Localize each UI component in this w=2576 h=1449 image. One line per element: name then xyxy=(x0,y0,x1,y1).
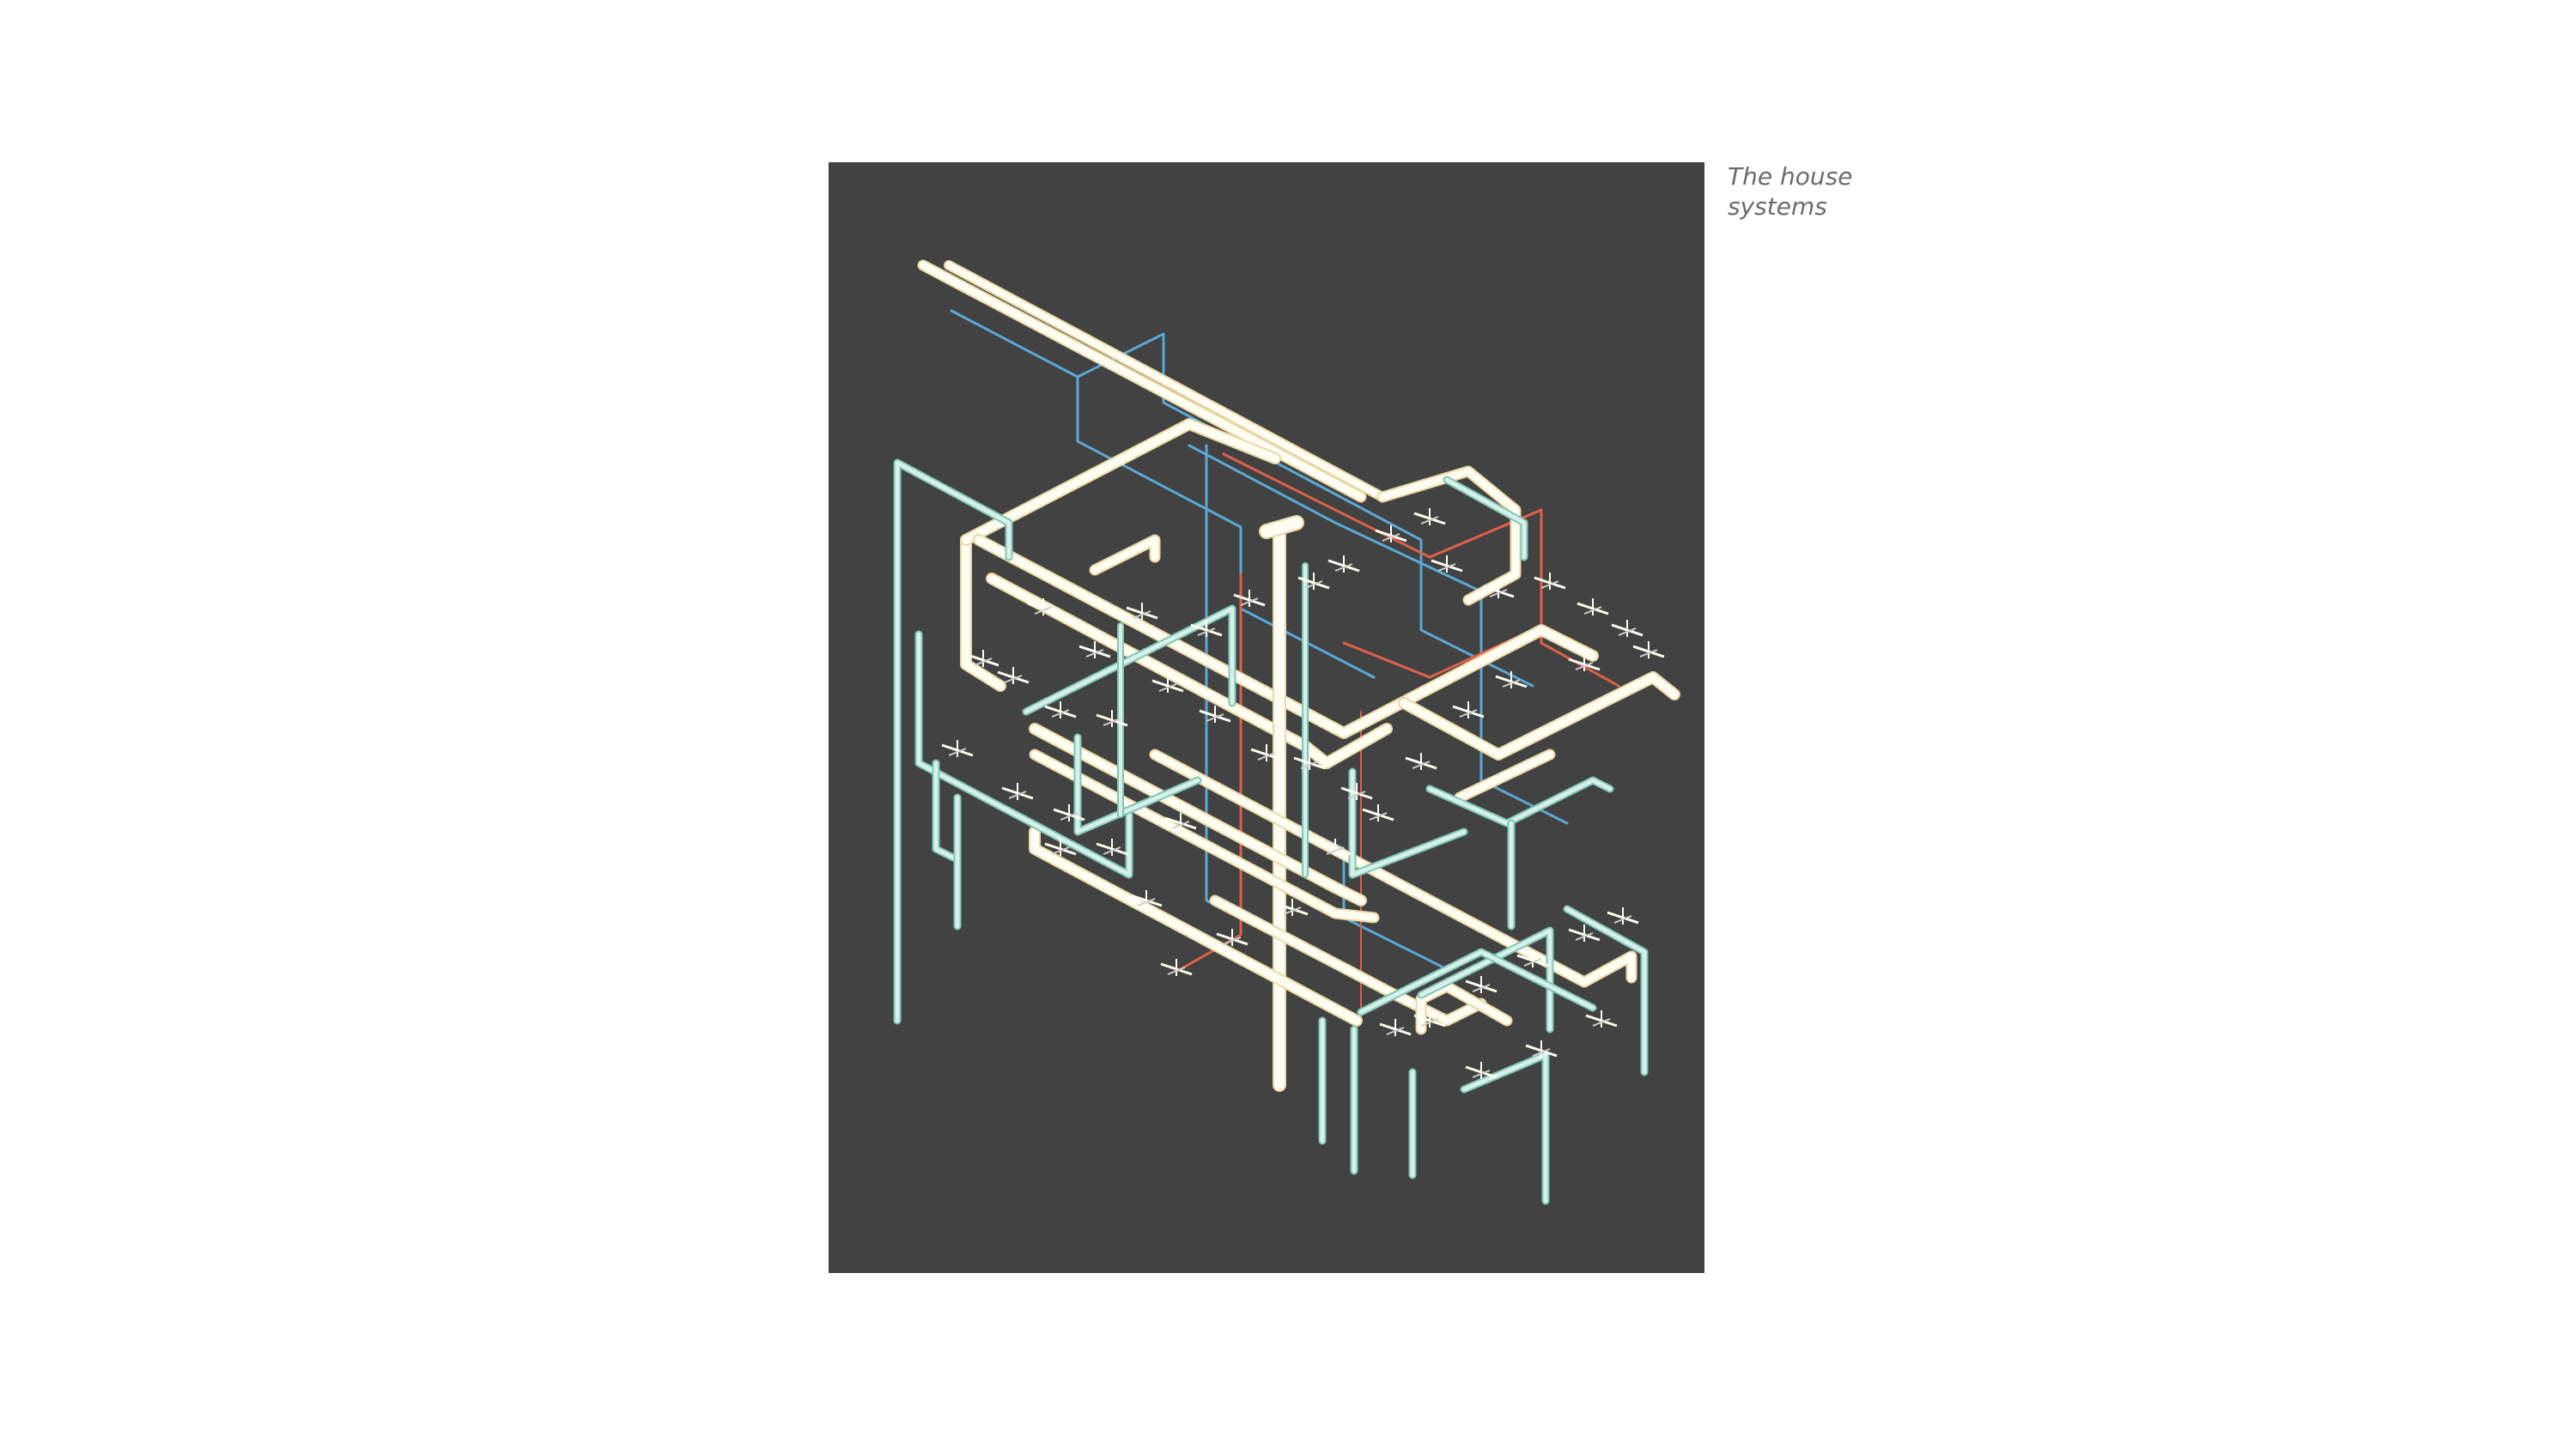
blue-line-top-b xyxy=(1076,332,1534,688)
pipe-fixture-10 xyxy=(967,650,999,667)
pipe-fixture-47 xyxy=(1001,783,1034,800)
house-systems-diagram xyxy=(829,162,1704,1273)
pipe-upper-frame-left xyxy=(962,536,1005,690)
pipe-fixture-34 xyxy=(1130,890,1163,907)
pipe-lower-long xyxy=(1030,828,1361,1025)
blue-line-top-a xyxy=(950,309,1376,679)
water-lower-right xyxy=(1564,906,1647,1075)
pipe-fixture-4 xyxy=(1190,620,1223,637)
pipe-fixture-21 xyxy=(1534,573,1566,590)
diagram-caption: The house systems xyxy=(1728,161,1951,221)
pipe-fixture-12 xyxy=(1044,701,1077,718)
pipe-fixture-44 xyxy=(1465,1062,1498,1079)
pipe-fixture-24 xyxy=(1632,641,1665,658)
pipe-fixture-16 xyxy=(1250,744,1283,761)
pipe-fixture-11 xyxy=(997,667,1030,684)
water-mid-cross-a xyxy=(1024,606,1235,714)
pipe-mid-right-return xyxy=(1455,750,1554,802)
pipe-fixture-20 xyxy=(1482,581,1515,598)
red-line-a xyxy=(1222,452,1620,688)
pipe-fixture-32 xyxy=(1216,929,1249,946)
pipe-fixture-5 xyxy=(1233,590,1266,607)
water-lower-d-edge xyxy=(1460,1051,1550,1205)
pipe-fixture-19 xyxy=(1431,555,1463,573)
pipe-fixture-28 xyxy=(1405,753,1437,770)
isometric-piping-drawing xyxy=(893,259,1680,1205)
pipe-fixture-43 xyxy=(1525,1040,1558,1058)
water-left-tall xyxy=(895,460,1012,1023)
pipe-upper-stub xyxy=(1091,536,1159,574)
pipe-upper-frame-top xyxy=(962,420,1279,544)
caption-line-1: The house xyxy=(1728,162,1853,191)
pipe-fixture-22 xyxy=(1577,598,1609,615)
pipe-mid-frame-a xyxy=(1030,724,1365,905)
pipe-fixture-1 xyxy=(1027,598,1060,615)
pipe-fixture-2 xyxy=(1078,641,1111,658)
pipe-fixture-35 xyxy=(1096,839,1128,856)
pipe-top-long-a xyxy=(919,261,1365,501)
pipe-fixture-18 xyxy=(1340,783,1373,800)
pipe-vertical-cap xyxy=(1261,517,1303,537)
pipe-fixture-25 xyxy=(1568,654,1601,671)
pipe-fixture-33 xyxy=(1160,959,1193,976)
pipe-fixture-40 xyxy=(1568,925,1601,942)
water-mid-cross-b xyxy=(1075,735,1200,834)
red-line-b xyxy=(1179,573,1242,971)
water-lower-d xyxy=(1461,1052,1548,1203)
pipe-fixture-17 xyxy=(1293,753,1326,770)
pipe-fixture-49 xyxy=(1164,813,1197,830)
caption-line-2: systems xyxy=(1728,192,1827,221)
water-left-low xyxy=(933,761,956,860)
pipe-fixture-48 xyxy=(1053,804,1085,822)
pipe-top-right-return xyxy=(1378,467,1520,604)
pipe-fixture-13 xyxy=(1096,710,1128,727)
water-mid-right xyxy=(1350,769,1467,877)
pipe-fixture-36 xyxy=(1044,839,1077,856)
pipe-mid-right-box xyxy=(1400,673,1679,759)
pipe-fixture-37 xyxy=(1413,1010,1446,1028)
pipe-fixture-38 xyxy=(1465,976,1498,993)
pipe-fixture-15 xyxy=(1199,706,1231,723)
pipe-fixture-30 xyxy=(1319,839,1352,856)
pipe-fixture-42 xyxy=(1585,1010,1618,1028)
water-lower-tie xyxy=(1358,949,1595,1015)
pipe-upper-long-2 xyxy=(987,574,1391,767)
pipe-fixture-7 xyxy=(1327,555,1360,573)
pipe-upper-long-1 xyxy=(975,536,1597,737)
water-mid-right-edge xyxy=(1348,767,1468,879)
pipe-fixture-23 xyxy=(1611,620,1643,637)
pipe-fixture-31 xyxy=(1276,899,1309,916)
pipe-fixture-6 xyxy=(1297,573,1330,590)
pipe-fixture-46 xyxy=(941,740,974,757)
pipe-fixture-41 xyxy=(1607,907,1639,925)
pipe-fixture-9 xyxy=(1413,508,1446,525)
pipe-fixture-29 xyxy=(1362,804,1394,822)
pipe-fixture-26 xyxy=(1495,671,1528,688)
water-right-box xyxy=(1427,778,1613,826)
pipe-fixture-45 xyxy=(1379,1019,1412,1036)
water-lower-frame xyxy=(1419,928,1552,1032)
pipe-top-long-b xyxy=(945,262,1386,500)
pipe-fixture-8 xyxy=(1375,525,1407,543)
water-left-mid xyxy=(916,632,1132,877)
pipe-fixture-3 xyxy=(1126,603,1158,620)
pipe-fixture-14 xyxy=(1151,676,1184,693)
pipe-fixture-39 xyxy=(1516,950,1549,967)
water-right-top xyxy=(1444,477,1527,560)
pipe-fixture-27 xyxy=(1452,701,1485,718)
